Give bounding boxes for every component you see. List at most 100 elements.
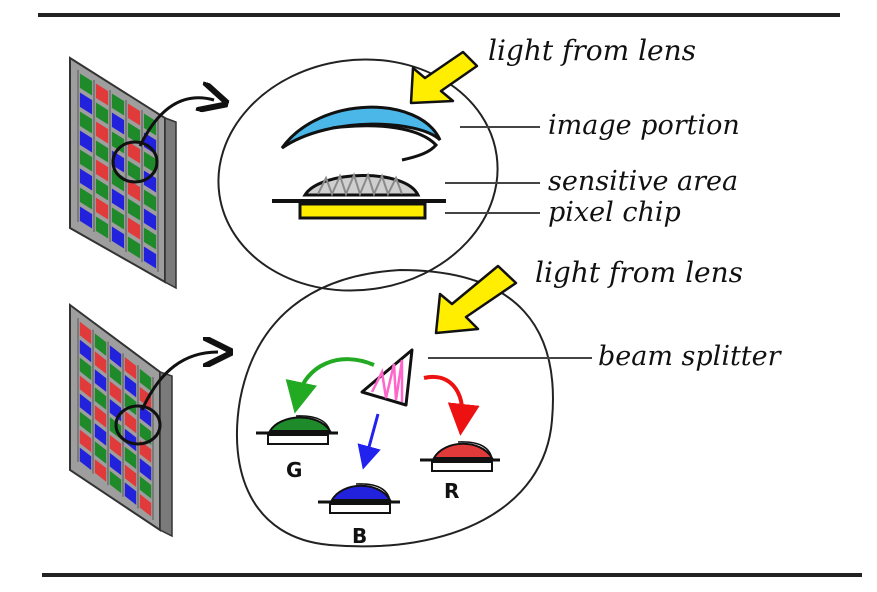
microlens-icon — [280, 105, 442, 150]
pixel-cell-b — [79, 393, 92, 417]
zoom-bubble-bottom — [236, 268, 554, 548]
pixel-cell-r — [124, 464, 137, 487]
pixel-cell-b — [143, 208, 157, 231]
pixel-cell-b — [94, 423, 107, 446]
pixel-cell-g — [127, 160, 141, 183]
blue-sensor — [318, 483, 400, 514]
pixel-cell-r — [109, 434, 122, 458]
pixel-cell-r — [95, 159, 109, 182]
pixel-cell-b — [109, 345, 122, 368]
label-light-from-lens-top: light from lens — [488, 34, 696, 67]
lens-reflection — [331, 124, 439, 162]
pixel-cell-g — [79, 357, 92, 381]
pixel-chip — [298, 202, 427, 220]
prism-hatch — [370, 359, 404, 402]
pixel-cell-g — [139, 422, 152, 445]
bayer-grid — [77, 70, 159, 272]
zoom-arrow-bottom — [140, 352, 218, 411]
pixel-cell-r — [124, 410, 137, 434]
pixel-cell-g — [79, 73, 93, 96]
pixel-cell-b — [124, 374, 137, 398]
pixel-cell-b — [124, 482, 137, 505]
green-light-arrow — [285, 357, 375, 414]
pixel-cell-g — [127, 122, 141, 145]
pixel-cell-r — [79, 429, 92, 453]
pixel-cell-b — [79, 206, 93, 229]
pixel-cell-b — [111, 226, 125, 249]
pixel-cell-r — [124, 357, 137, 380]
pixel-cell-r — [94, 459, 107, 482]
label-image-portion: image portion — [548, 110, 740, 141]
pixel-cell-b — [111, 112, 125, 135]
pixel-cell-g — [143, 151, 157, 174]
label-pixel-chip: pixel chip — [548, 197, 681, 228]
red-light-arrow — [423, 374, 480, 436]
light-arrow-bottom — [434, 264, 518, 335]
pixel-cell-b — [143, 170, 157, 193]
pixel-cell-g — [124, 446, 137, 470]
pixel-cell-r — [79, 321, 92, 345]
blue-light-arrow — [357, 413, 381, 470]
pixel-cell-g — [79, 111, 93, 134]
pixel-cell-r — [95, 83, 109, 106]
pixel-cell-r — [95, 197, 109, 220]
pixel-cell-r — [127, 141, 141, 164]
label-light-from-lens-bottom: light from lens — [535, 256, 743, 289]
pixel-cell-g — [95, 140, 109, 163]
pixel-cell-g — [95, 178, 109, 201]
pixel-cell-g — [139, 368, 152, 392]
pixel-cell-b — [143, 246, 157, 269]
zoom-circle-bottom — [114, 404, 162, 446]
pixel-cell-g — [143, 189, 157, 212]
pixel-cell-g — [79, 187, 93, 210]
pixel-cell-r — [79, 375, 92, 399]
pixel-cell-b — [139, 458, 152, 481]
label-r: R — [444, 479, 459, 503]
pixel-cell-r — [127, 179, 141, 202]
pixel-cell-b — [79, 447, 92, 471]
pixel-cell-g — [79, 411, 92, 435]
pixel-cell-r — [94, 405, 107, 428]
pixel-cell-b — [124, 428, 137, 452]
sensitive-area-hatch — [317, 172, 403, 197]
red-sensor — [420, 441, 500, 472]
pixel-cell-g — [94, 333, 107, 356]
label-sensitive-area: sensitive area — [548, 166, 738, 197]
pixel-cell-g — [111, 169, 125, 192]
pixel-cell-g — [111, 207, 125, 230]
pixel-cell-r — [139, 440, 152, 463]
pixel-cell-g — [127, 198, 141, 221]
sensor-panel-bottom — [69, 303, 218, 538]
pixel-cell-b — [94, 369, 107, 392]
pixel-cell-r — [109, 381, 122, 404]
pixel-cell-g — [143, 227, 157, 250]
pixel-cell-g — [124, 392, 137, 416]
pixel-cell-g — [143, 113, 157, 136]
pixel-cell-g — [109, 470, 122, 494]
pixel-cell-g — [127, 236, 141, 259]
label-beam-splitter: beam splitter — [598, 341, 783, 372]
pixel-cell-g — [94, 387, 107, 410]
zoom-arrow-top — [138, 98, 214, 147]
pixel-cell-r — [139, 494, 152, 517]
zoom-circle-top — [111, 140, 159, 184]
pixel-cell-r — [127, 103, 141, 126]
pixel-cell-g — [139, 476, 152, 499]
pixel-cell-r — [95, 121, 109, 144]
pixel-cell-b — [79, 92, 93, 115]
zoom-bubble-top — [217, 58, 499, 292]
pixel-cell-r — [139, 386, 152, 410]
pixel-cell-b — [79, 168, 93, 191]
pixel-cell-g — [111, 93, 125, 116]
pixel-cell-b — [79, 130, 93, 153]
pixel-cell-b — [111, 188, 125, 211]
pixel-cell-g — [109, 363, 122, 386]
sensor-panel-top — [69, 56, 214, 290]
pixel-cell-g — [79, 149, 93, 172]
pixel-cell-r — [127, 217, 141, 240]
label-g: G — [286, 458, 302, 482]
label-b: B — [352, 524, 367, 548]
pixel-cell-b — [79, 339, 92, 363]
pixel-cell-b — [109, 452, 122, 476]
